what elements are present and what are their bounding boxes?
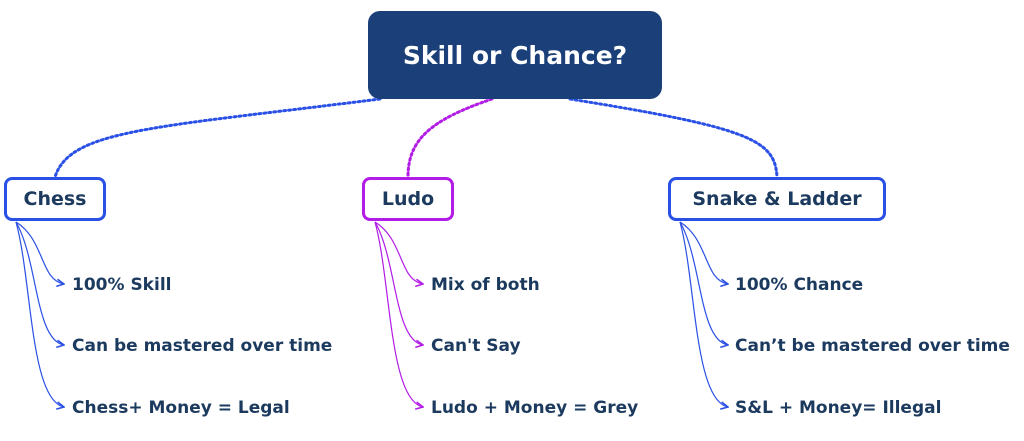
chess-leaf-connector (15, 221, 64, 284)
branch-snake-ladder[interactable]: Snake & Ladder (668, 177, 886, 221)
root-to-ludo-connector (406, 97, 494, 179)
snake-ladder-item-chance[interactable]: 100% Chance (735, 275, 864, 295)
chess-item-mastery[interactable]: Can be mastered over time (72, 336, 333, 356)
branch-chess[interactable]: Chess (4, 177, 106, 221)
ludo-item-money[interactable]: Ludo + Money = Grey (431, 398, 639, 418)
root-to-chess-connector (53, 97, 382, 179)
chess-leaf-connector (15, 221, 64, 407)
chess-item-skill[interactable]: 100% Skill (72, 275, 172, 295)
branch-ludo[interactable]: Ludo (362, 177, 454, 221)
ludo-leaf-connector (374, 221, 423, 407)
chess-leaf-connector (15, 221, 64, 345)
snake-ladder-leaf-connector (679, 221, 728, 345)
snake-ladder-item-money[interactable]: S&L + Money= Illegal (735, 398, 942, 418)
root-to-snake-ladder-connector (568, 97, 779, 179)
ludo-item-mix[interactable]: Mix of both (431, 275, 540, 295)
ludo-item-cant-say[interactable]: Can't Say (431, 336, 521, 356)
ludo-leaf-connector (374, 221, 423, 345)
ludo-leaf-connector (374, 221, 423, 284)
root-topic[interactable]: Skill or Chance? (368, 11, 662, 99)
snake-ladder-item-mastery[interactable]: Can’t be mastered over time (735, 336, 1010, 356)
snake-ladder-leaf-connector (679, 221, 728, 407)
chess-item-money[interactable]: Chess+ Money = Legal (72, 398, 290, 418)
snake-ladder-leaf-connector (679, 221, 728, 284)
